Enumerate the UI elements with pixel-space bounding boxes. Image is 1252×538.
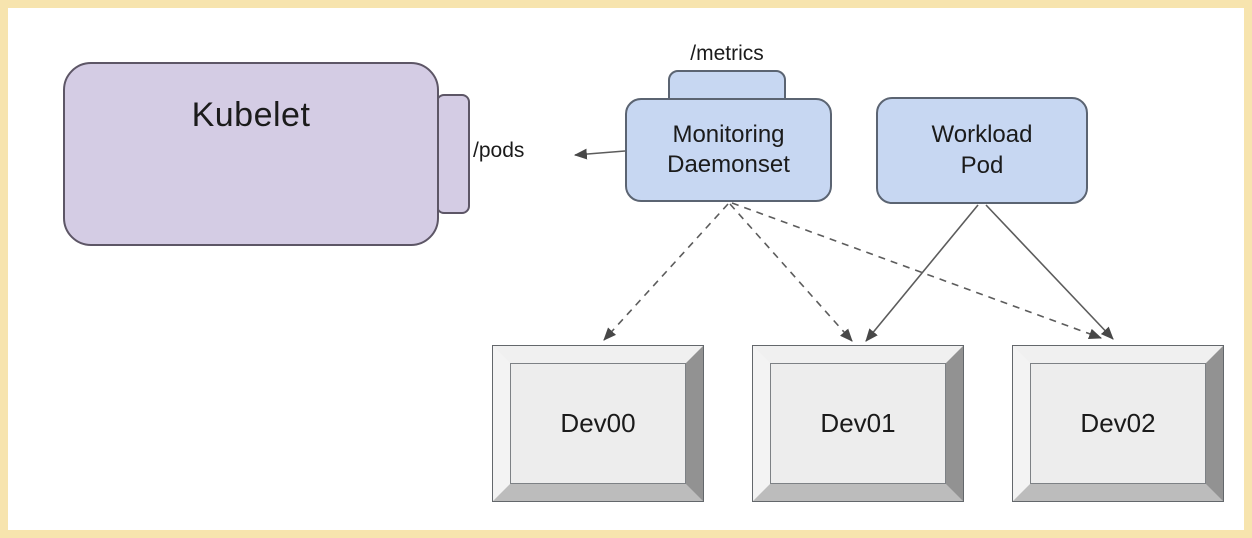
edges-layer — [573, 148, 1114, 342]
kubelet-secondary-box — [436, 94, 470, 214]
workload-pod-label: Workload Pod — [931, 121, 1033, 179]
dev02-label: Dev02 — [1080, 408, 1156, 438]
edge-workload-pod-dev02 — [985, 204, 1114, 340]
metrics-endpoint-label: /metrics — [690, 42, 764, 65]
dev01-label: Dev01 — [820, 408, 896, 438]
dev02-node: Dev02 — [1012, 345, 1224, 502]
edge-workload-pod-dev01 — [865, 204, 979, 342]
dev01-bevel: Dev01 — [753, 346, 963, 501]
edge-monitoring-daemonset-dev00 — [603, 203, 729, 341]
monitoring-daemonset-node: Monitoring Daemonset — [625, 98, 832, 202]
edge-monitoring-daemonset-dev01 — [729, 203, 853, 342]
dev00-node: Dev00 — [492, 345, 704, 502]
dev01-node: Dev01 — [752, 345, 964, 502]
dev02-bevel: Dev02 — [1013, 346, 1223, 501]
kubelet-label: Kubelet — [191, 96, 311, 134]
dev00-label: Dev00 — [560, 408, 636, 438]
edge-monitoring-daemonset-kubelet — [573, 148, 626, 160]
workload-pod-node: Workload Pod — [876, 97, 1088, 204]
edge-monitoring-daemonset-dev02 — [731, 202, 1103, 339]
dev01-face: Dev01 — [770, 363, 946, 484]
dev00-face: Dev00 — [510, 363, 686, 484]
kubelet-node: Kubelet — [63, 62, 439, 246]
monitoring-daemonset-label: Monitoring Daemonset — [667, 120, 790, 178]
pods-endpoint-label: /pods — [473, 139, 525, 162]
dev02-face: Dev02 — [1030, 363, 1206, 484]
dev00-bevel: Dev00 — [493, 346, 703, 501]
